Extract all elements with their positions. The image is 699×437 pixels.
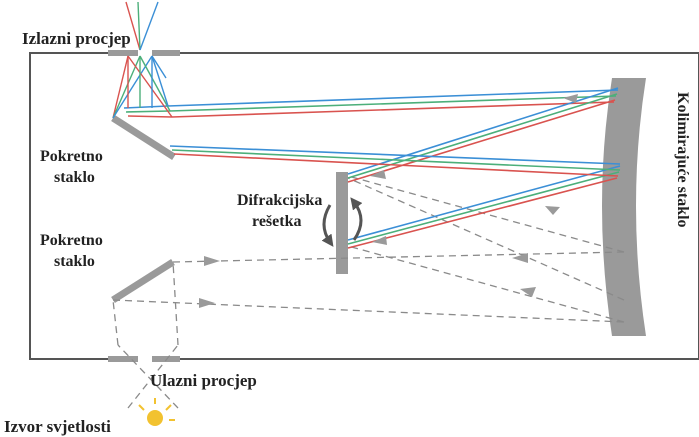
entrance-slit-gap: [108, 356, 180, 362]
label-movable-mirror-top-2: staklo: [54, 169, 95, 186]
exit-rays: [112, 1, 173, 119]
white-light-path: [112, 175, 625, 409]
label-grating-1: Difrakcijska: [237, 192, 322, 209]
movable-mirror-bottom: [111, 259, 175, 303]
label-movable-mirror-bottom-2: staklo: [54, 253, 95, 270]
dispersed-rays-lower: [169, 145, 621, 177]
label-movable-mirror-bottom-1: Pokretno: [40, 232, 103, 249]
label-movable-mirror-top-1: Pokretno: [40, 148, 103, 165]
white-light-arrows: [199, 206, 560, 308]
light-source-icon: [138, 398, 175, 426]
rotation-arrows: [321, 197, 363, 247]
entrance-slit: [108, 356, 180, 362]
movable-mirror-top: [111, 115, 176, 160]
exit-slit: [108, 50, 180, 56]
label-exit-slit: Izlazni procjep: [22, 29, 131, 48]
exit-slit-gap: [108, 50, 180, 56]
label-grating-2: rešetka: [252, 213, 301, 230]
ray-arrows: [370, 94, 578, 245]
collimating-mirror: [602, 78, 646, 336]
housing-frame: [29, 52, 699, 360]
label-light-source: Izvor svjetlosti: [4, 417, 111, 436]
label-entrance-slit: Ulazni procjep: [150, 371, 257, 390]
dispersed-rays-upper: [123, 89, 619, 118]
diffraction-grating: [336, 172, 348, 274]
label-collimating-mirror: Kolimirajuće staklo: [674, 92, 691, 228]
dispersed-rays-grating: [347, 87, 621, 249]
